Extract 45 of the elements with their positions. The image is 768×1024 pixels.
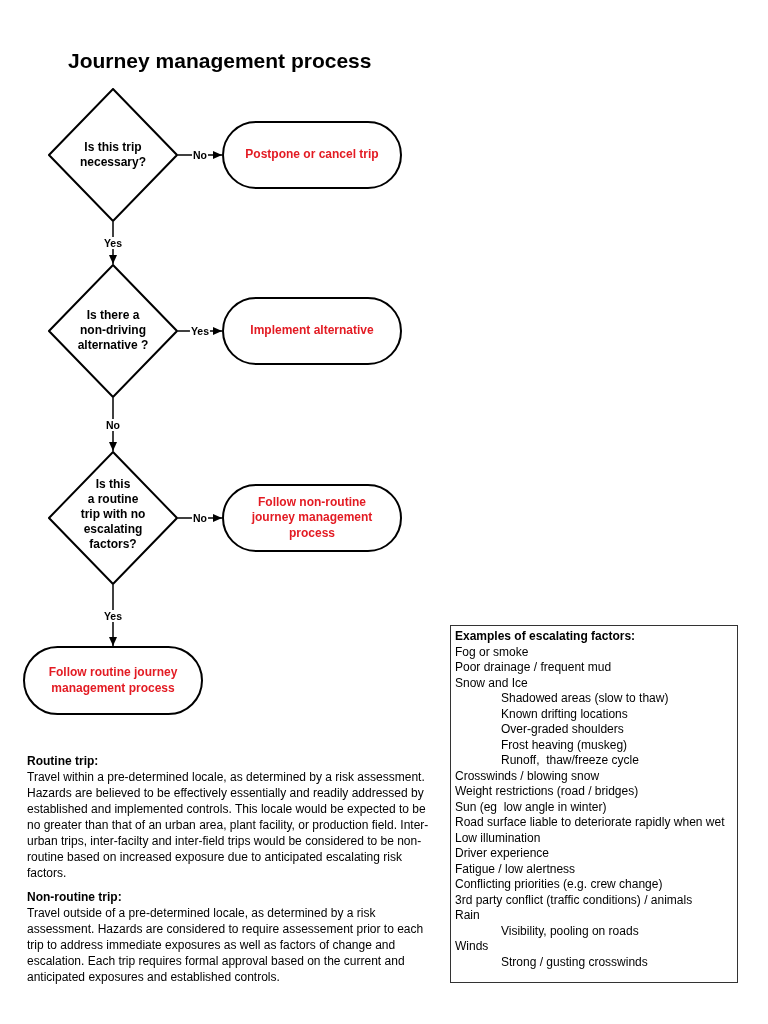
list-item: Weight restrictions (road / bridges) <box>455 784 639 800</box>
factors-panel <box>450 625 738 983</box>
list-item: Fog or smoke <box>455 644 529 660</box>
list-item: Visibility, pooling on roads <box>500 923 639 939</box>
list-item: Known drifting locations <box>500 706 628 722</box>
list-item: Shadowed areas (slow to thaw) <box>500 691 669 707</box>
list-item: Fatigue / low alertness <box>455 861 576 877</box>
edge-label: No <box>192 512 208 524</box>
decision-diamond <box>48 88 178 222</box>
list-item: Low illumination <box>455 830 541 846</box>
section-heading: Routine trip: <box>27 753 99 769</box>
edge-label: No <box>105 418 121 431</box>
list-item: Snow and Ice <box>455 675 528 691</box>
title: Journey management process <box>68 49 372 73</box>
list-item: Strong / gusting crosswinds <box>500 954 648 970</box>
outcome-text: Follow non-routine journey management process <box>250 494 374 542</box>
list-item: Driver experience <box>455 846 550 862</box>
edge-label: Yes <box>102 609 124 622</box>
section-heading: Non-routine trip: <box>27 889 122 905</box>
edge-label: Yes <box>102 237 124 249</box>
list-item: Over-graded shoulders <box>500 722 624 738</box>
list-item: Conflicting priorities (e.g. crew change) <box>455 877 663 893</box>
list-item: Road surface liable to deteriorate rapidly when wet <box>455 815 725 831</box>
question-text: Is there a non-driving alternative ? <box>77 308 149 352</box>
list-item: Crosswinds / blowing snow <box>455 768 600 784</box>
list-item: Frost heaving (muskeg) <box>500 737 628 753</box>
list-item: Poor drainage / frequent mud <box>455 660 612 676</box>
decision-diamond <box>48 451 178 585</box>
question-text: Is this a routine trip with no escalating factors? <box>80 477 146 551</box>
question-text: Is this trip necessary? <box>79 140 146 169</box>
panel-heading: Examples of escalating factors: <box>455 629 636 645</box>
description-paragraph: Travel outside of a pre-determined locale, as determined by a risk assessment. Hazards are considered to require assessement prior to each trip to address immediate exposures as well as factors of change and escalation. Each trip requires formal approval based on the current and anticipated exposures and established controls. <box>27 905 425 985</box>
list-item: Sun (eg low angle in winter) <box>455 799 607 815</box>
outcome-text: Implement alternative <box>250 323 374 339</box>
outcome-text: Follow routine journey management process <box>47 665 179 696</box>
decision-diamond <box>48 264 178 398</box>
arrow <box>109 397 117 452</box>
edge-label: Yes <box>189 325 211 337</box>
list-item: 3rd party conflict (traffic conditions) / animals <box>455 892 693 908</box>
edge-label: No <box>192 149 208 161</box>
list-item: Winds <box>455 939 489 955</box>
list-item: Rain <box>455 908 480 924</box>
outcome-text: Postpone or cancel trip <box>245 147 379 163</box>
description-paragraph: Travel within a pre-determined locale, as determined by a risk assessment. Hazards are believed to be effectively essentially and readily addressed by established and implemented controls. This locale would be expected to be no greater than that of an urban area, plant facility, or production field. Inter-urban trips, inter-facilty and inter-field trips would be considered to be non-routine based on increased exposure due to anticipated escalating risk factors. <box>27 769 430 881</box>
list-item: Runoff, thaw/freeze cycle <box>500 753 639 769</box>
